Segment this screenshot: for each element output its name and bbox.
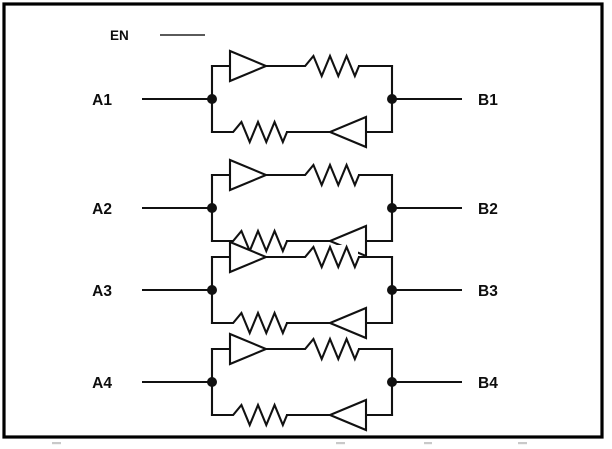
reverse-buffer-symbol xyxy=(327,115,368,149)
input-junction-dot xyxy=(207,285,217,295)
reverse-resistor-symbol xyxy=(229,119,288,145)
input-junction-dot xyxy=(207,203,217,213)
channel-block: A4 B4 xyxy=(92,332,498,432)
enable-signal-group: EN xyxy=(110,28,205,43)
output-port-label: B3 xyxy=(478,283,498,300)
reverse-resistor-symbol xyxy=(229,228,288,254)
forward-resistor-symbol xyxy=(301,336,360,362)
output-port-label: B4 xyxy=(478,375,498,392)
output-junction-dot xyxy=(387,377,397,387)
input-junction-dot xyxy=(207,377,217,387)
reverse-resistor-symbol xyxy=(229,402,288,428)
output-port-label: B1 xyxy=(478,92,498,109)
forward-buffer-symbol xyxy=(228,49,269,83)
channel-block: A2 B2 xyxy=(92,158,498,258)
forward-resistor-symbol xyxy=(301,162,360,188)
forward-resistor-symbol xyxy=(301,244,360,270)
input-port-label: A3 xyxy=(92,283,112,300)
forward-buffer-symbol xyxy=(228,332,269,366)
reverse-resistor-symbol xyxy=(229,310,288,336)
output-port-label: B2 xyxy=(478,201,498,218)
channel-block: A3 B3 xyxy=(92,240,498,340)
input-port-label: A4 xyxy=(92,375,112,392)
caption-text-fragment xyxy=(518,442,527,445)
enable-signal-label: EN xyxy=(110,28,129,43)
forward-buffer-symbol xyxy=(228,158,269,192)
input-junction-dot xyxy=(207,94,217,104)
input-port-label: A1 xyxy=(92,92,112,109)
caption-text-fragment xyxy=(336,442,345,445)
output-junction-dot xyxy=(387,203,397,213)
caption-text-fragment xyxy=(424,442,432,445)
output-junction-dot xyxy=(387,94,397,104)
caption-text-fragment xyxy=(52,442,61,445)
channel-block: A1 B1 xyxy=(92,49,498,149)
reverse-buffer-symbol xyxy=(327,398,368,432)
reverse-buffer-symbol xyxy=(327,306,368,340)
caption-fragment xyxy=(52,442,527,445)
forward-resistor-symbol xyxy=(301,53,360,79)
input-port-label: A2 xyxy=(92,201,112,218)
forward-buffer-symbol xyxy=(228,240,269,274)
diagram-frame-border xyxy=(2,2,604,439)
output-junction-dot xyxy=(387,285,397,295)
